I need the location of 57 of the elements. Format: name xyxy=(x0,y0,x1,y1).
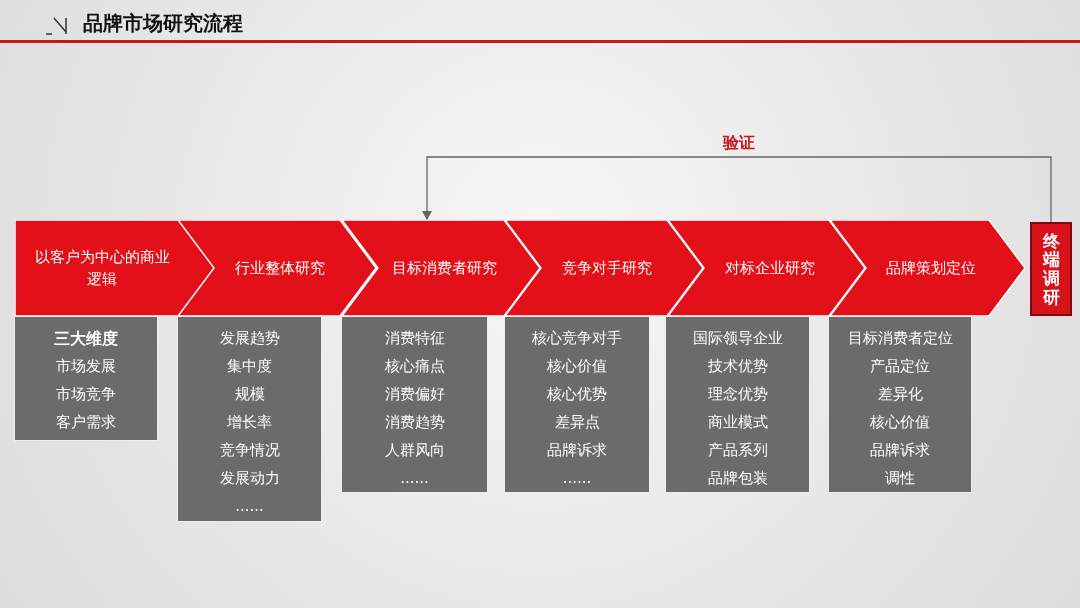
list-item: 竞争情况 xyxy=(219,440,280,461)
chevron-step xyxy=(830,220,1025,316)
list-item: ...... xyxy=(400,468,429,489)
list-item: 发展动力 xyxy=(219,468,280,489)
list-item: 调性 xyxy=(885,468,915,489)
list-item: 集中度 xyxy=(227,356,272,377)
feedback-arrow xyxy=(422,156,1052,223)
chevron-step xyxy=(505,220,703,316)
list-item: 技术优势 xyxy=(707,356,768,377)
list-item: 目标消费者定位 xyxy=(847,328,953,349)
list-item: ...... xyxy=(235,496,264,517)
edge-label: 验证 xyxy=(723,132,755,154)
step-label: 终端调研 xyxy=(1042,231,1060,307)
list-item: 市场发展 xyxy=(56,356,116,377)
step-label: 以客户为中心的商业逻辑 xyxy=(33,247,171,290)
list-item: 差异点 xyxy=(554,412,600,433)
list-item: 商业模式 xyxy=(707,412,768,433)
panel-heading: 三大维度 xyxy=(54,328,118,350)
list-item: 增长率 xyxy=(227,412,272,433)
detail-panel xyxy=(665,316,810,493)
list-item: 品牌诉求 xyxy=(870,440,930,461)
list-item: 产品系列 xyxy=(707,440,768,461)
list-item: 市场竞争 xyxy=(56,384,116,405)
end-step-box xyxy=(1030,222,1072,316)
step-label: 目标消费者研究 xyxy=(391,258,497,279)
chevron-step xyxy=(668,220,865,316)
list-item: 消费偏好 xyxy=(384,384,445,405)
detail-panel xyxy=(504,316,650,493)
list-item: 人群风向 xyxy=(384,440,445,461)
detail-panel xyxy=(14,316,158,441)
list-item: 产品定位 xyxy=(870,356,930,377)
list-item: 核心价值 xyxy=(547,356,607,377)
list-item: 核心优势 xyxy=(547,384,607,405)
list-item: 发展趋势 xyxy=(219,328,280,349)
list-item: 品牌包装 xyxy=(707,468,768,489)
list-item: 核心价值 xyxy=(870,412,930,433)
list-item: 消费趋势 xyxy=(384,412,445,433)
page-title: 品牌市场研究流程 xyxy=(83,10,243,37)
chevron-step xyxy=(342,220,540,316)
step-label: 行业整体研究 xyxy=(235,258,325,279)
list-item: 核心痛点 xyxy=(384,356,445,377)
detail-panel xyxy=(828,316,972,493)
chevron-step xyxy=(178,220,376,316)
detail-panel xyxy=(341,316,488,493)
list-item: 品牌诉求 xyxy=(547,440,607,461)
step-label: 竞争对手研究 xyxy=(562,258,652,279)
step-label: 品牌策划定位 xyxy=(885,258,976,279)
list-item: ...... xyxy=(562,468,592,489)
list-item: 核心竞争对手 xyxy=(532,328,622,349)
list-item: 消费特征 xyxy=(384,328,445,349)
list-item: 理念优势 xyxy=(707,384,768,405)
list-item: 规模 xyxy=(234,384,265,405)
list-item: 差异化 xyxy=(877,384,923,405)
list-item: 国际领导企业 xyxy=(692,328,783,349)
detail-panel xyxy=(177,316,322,522)
step-label: 对标企业研究 xyxy=(724,258,815,279)
list-item: 客户需求 xyxy=(56,412,116,433)
